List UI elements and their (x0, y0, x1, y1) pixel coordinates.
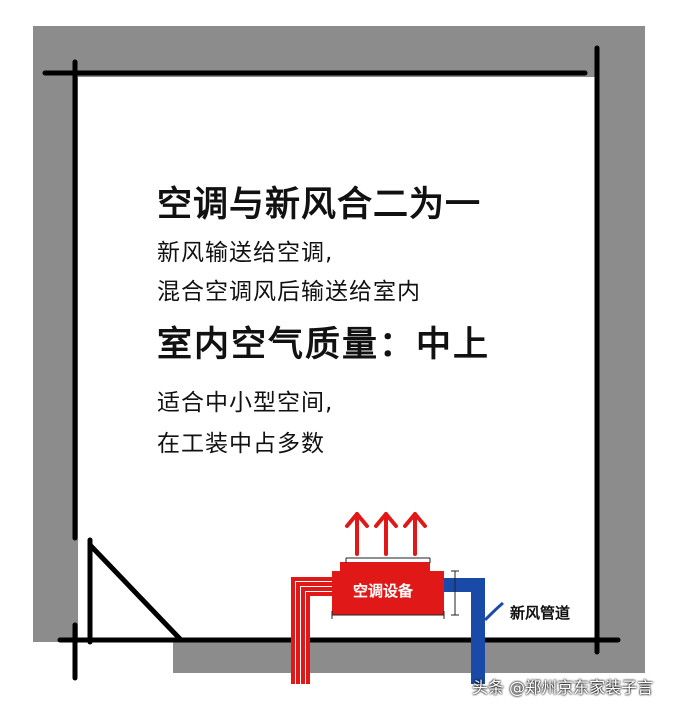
red-pipe-1 (291, 577, 340, 684)
description-line-1: 新风输送给空调, (157, 240, 334, 266)
door-opening (33, 560, 78, 642)
up-arrow-icon (403, 512, 427, 556)
diagram-title: 空调与新风合二为一 (157, 185, 482, 225)
door-swing (87, 542, 184, 643)
up-arrow-icon (345, 512, 369, 556)
red-pipe-4 (306, 592, 340, 684)
ac-unit-body (332, 571, 444, 615)
air-quality-rating: 室内空气质量：中上 (157, 325, 491, 365)
watermark: 头条 @郑州京东家装子言 (472, 678, 654, 697)
red-pipe-3 (301, 587, 340, 684)
up-arrow-icon (374, 512, 398, 556)
description-line-4: 在工装中占多数 (157, 431, 325, 457)
fresh-air-duct (442, 578, 485, 684)
description-line-3: 适合中小型空间, (157, 390, 334, 416)
duct-pointer (483, 601, 504, 622)
fresh-air-duct-label: 新风管道 (510, 604, 571, 622)
red-pipe-2 (296, 582, 340, 684)
ac-unit-label: 空调设备 (352, 582, 413, 600)
description-line-2: 混合空调风后输送给室内 (157, 279, 421, 305)
floor-opening (33, 642, 173, 680)
